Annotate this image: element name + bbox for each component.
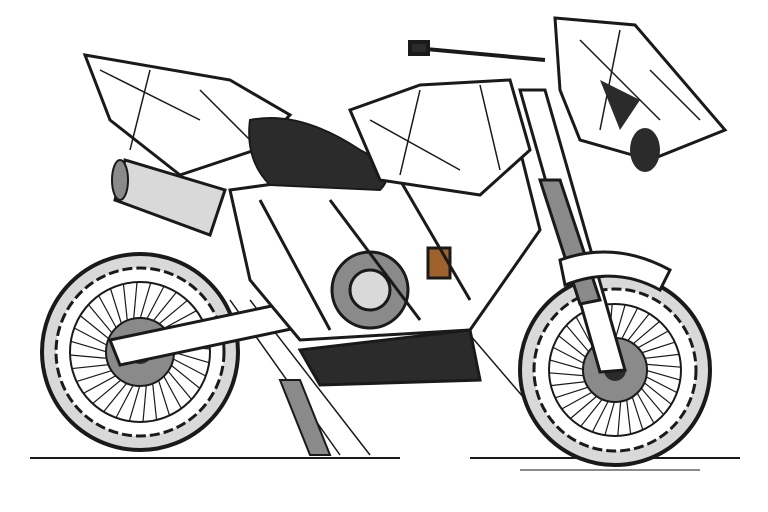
frame-and-engine [228, 148, 542, 387]
fairing-and-windshield [553, 16, 728, 172]
handlebar [408, 40, 546, 62]
front-fender [558, 250, 672, 293]
kickstand [278, 379, 332, 456]
exhaust [111, 158, 227, 237]
fuel-tank [347, 78, 532, 197]
